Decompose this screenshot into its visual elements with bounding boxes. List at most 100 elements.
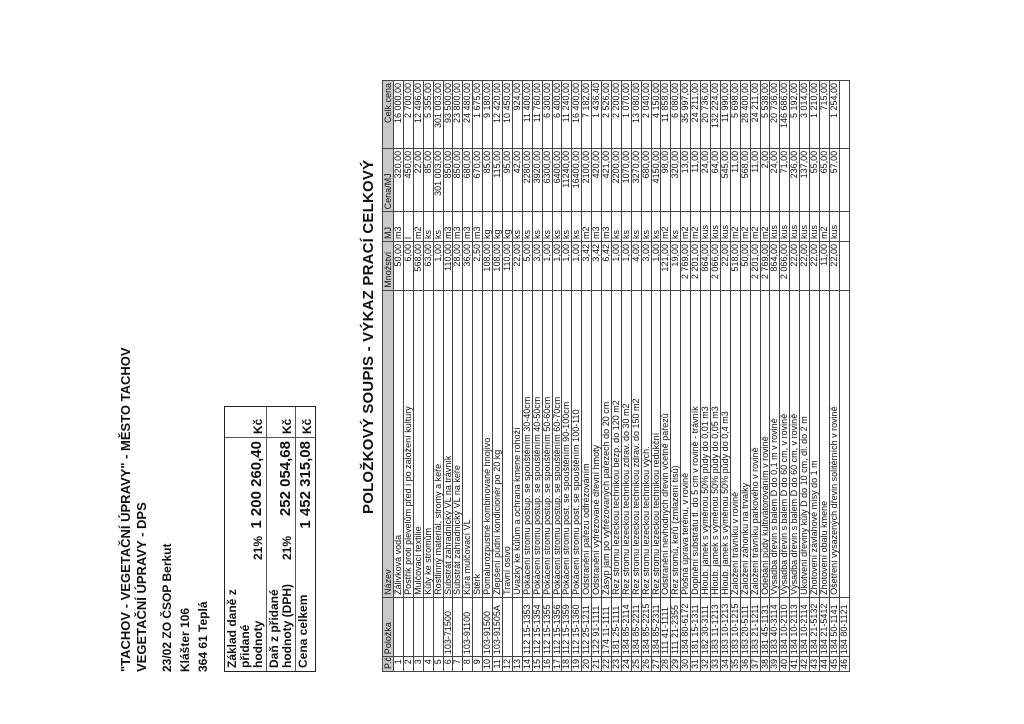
table-cell: 103-91100 (462, 597, 473, 657)
table-cell: 182 30-3111 (700, 597, 711, 657)
header-cell: P.č. (382, 656, 394, 672)
table-cell: 23 (611, 656, 622, 672)
table-cell: kus (809, 211, 820, 242)
table-cell: 115,00 (492, 148, 503, 212)
table-cell: 110,00 (443, 241, 453, 291)
table-cell: 22,00 (809, 241, 820, 291)
table-cell: 2 769,00 (680, 241, 691, 291)
table-cell: Mulčovací textilie (413, 290, 424, 598)
table-cell: ks (433, 211, 444, 242)
table-cell: Pokácení stromu postup. se spouštěním 30… (522, 290, 533, 598)
table-cell: 6,00 (403, 241, 414, 291)
table-cell: m3 (462, 211, 473, 242)
table-cell: m2 (750, 211, 761, 242)
table-cell: 568,00 (740, 148, 751, 212)
table-cell: 35 (730, 656, 741, 672)
contractor-city: 364 61 Teplá (196, 601, 210, 673)
table-cell: 184 80-6172 (680, 597, 691, 657)
table-cell: 24 (621, 656, 632, 672)
table-cell: Úvazky ke kůlům a ochrana kmene rohoží (512, 290, 523, 598)
table-cell: 26 (641, 656, 652, 672)
table-cell: 421,00 (601, 148, 612, 212)
table-cell: 4 (423, 656, 434, 672)
table-cell: ks (621, 211, 632, 242)
header-cell: Cena/MJ (382, 148, 394, 212)
table-cell: 2 526,00 (601, 80, 612, 149)
table-cell: 301 003,00 (433, 148, 444, 212)
table-cell: 2 200,00 (611, 80, 622, 149)
table-cell: 22,00 (829, 241, 840, 291)
table-cell: 108,00 (492, 241, 503, 291)
table-cell: 36,00 (462, 241, 473, 291)
table-cell: 22,00 (413, 148, 424, 212)
table-cell: 7 182,00 (581, 80, 592, 149)
table-cell: 13 (512, 656, 523, 672)
table-cell: 112 15-1355 (542, 597, 552, 657)
table-cell: 3,00 (532, 241, 543, 291)
table-cell: Pokácení stromu postup. se spouštěním 40… (532, 290, 543, 598)
table-cell: ks (423, 211, 434, 242)
table-cell: 32 (700, 656, 711, 672)
table-cell (413, 597, 424, 657)
table-cell: 112 15-1356 (552, 597, 562, 657)
table-cell: kus (829, 211, 840, 242)
table-cell: 184 85-2311 (651, 597, 661, 657)
table-cell: 183 20-5111 (740, 597, 751, 657)
table-cell: 30 (680, 656, 691, 672)
table-cell: 17 (552, 656, 562, 672)
table-cell: m3 (601, 211, 612, 242)
table-cell: 2,00 (760, 148, 770, 212)
table-cell: ks (561, 211, 572, 242)
table-cell: 22 (601, 656, 612, 672)
table-cell: 2 040,00 (641, 80, 652, 149)
table-cell: 43 (809, 656, 820, 672)
table-cell: 19,00 (670, 241, 681, 291)
table-cell (512, 597, 523, 657)
table-cell: kus (789, 211, 800, 242)
table-cell: Plošná úprava terénu, v rovině (680, 290, 691, 598)
table-cell: 146 686,00 (779, 80, 790, 149)
table-cell: 42 (799, 656, 810, 672)
table-cell: 11 858,00 (660, 80, 671, 149)
table-cell: 184 10-2114 (799, 597, 810, 657)
header-cell: Položka (382, 597, 394, 657)
table-cell: m2 (680, 211, 691, 242)
table-cell: Zhotovení závlahové mísy do 1 m (809, 290, 820, 598)
table-cell: kus (779, 211, 790, 242)
table-cell: Zálivková voda (393, 290, 404, 598)
table-cell: Postřik proti plevelům před i po založen… (403, 290, 414, 598)
table-cell: 95,00 (502, 148, 513, 212)
header-cell: MJ (382, 211, 394, 242)
table-cell: Ošetření vysazených dřevin solitérních v… (829, 290, 840, 598)
table-cell: Pokácení stromu postup. se spouštěním 50… (542, 290, 552, 598)
table-cell: 9 (472, 656, 483, 672)
table-cell: 11,00 (819, 241, 830, 291)
table-cell: 181 15-1311 (690, 597, 701, 657)
table-cell (839, 211, 850, 242)
project-subtitle: VEGETAČNÍ ÚPRAVY - DPS (134, 502, 149, 672)
total-currency: Kč (296, 407, 315, 438)
table-cell: 64,00 (710, 148, 721, 212)
table-cell: 1 070,00 (621, 80, 632, 149)
table-cell: 112 15-1353 (522, 597, 533, 657)
table-cell: Zlepšení půdní kondicionér po 20 kg (492, 290, 503, 598)
table-cell: 46 (839, 656, 850, 672)
table-cell: 55,00 (809, 148, 820, 212)
table-cell: 2100,00 (581, 148, 592, 212)
table-cell: 38 (760, 656, 770, 672)
table-cell: 45 (829, 656, 840, 672)
table-cell: m2 (413, 211, 424, 242)
table-cell: Travní osivo (502, 290, 513, 598)
items-table: P.č. Položka Název Množství MJ Cena/MJ C… (382, 80, 850, 672)
